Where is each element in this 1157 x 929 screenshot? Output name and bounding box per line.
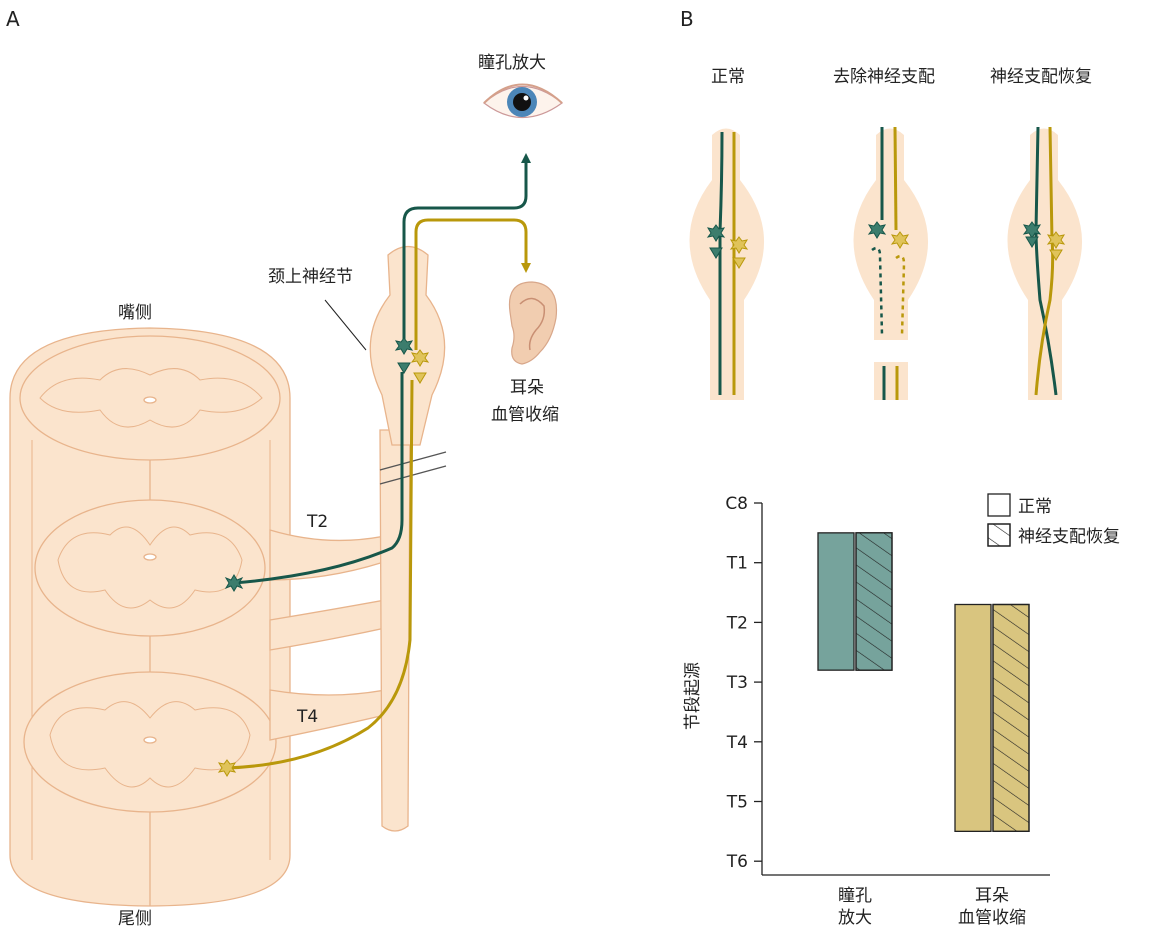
ganglion-label: 颈上神经节 bbox=[268, 267, 353, 287]
condition-denervated-label: 去除神经支配 bbox=[833, 67, 935, 87]
y-tick-label: T1 bbox=[726, 554, 748, 574]
eye-target-label: 瞳孔放大 bbox=[478, 53, 546, 73]
x-category-label-line1: 瞳孔 bbox=[838, 886, 872, 906]
caudal-label: 尾侧 bbox=[118, 909, 152, 929]
bar-hatch-overlay-1 bbox=[993, 604, 1029, 831]
ear-icon bbox=[509, 282, 556, 364]
ganglion-pointer bbox=[325, 300, 366, 350]
legend-swatch-solid bbox=[988, 494, 1010, 516]
condition-normal-label: 正常 bbox=[711, 67, 745, 87]
bar-hatch-overlay-0 bbox=[856, 533, 892, 670]
panel-a-label: A bbox=[6, 7, 20, 31]
ganglion-reinnervated bbox=[1007, 127, 1082, 400]
y-tick-label: T2 bbox=[726, 613, 748, 633]
x-category-label-line2: 放大 bbox=[838, 908, 872, 928]
panel-a: A bbox=[6, 7, 562, 929]
y-tick-label: T5 bbox=[726, 793, 748, 813]
ear-target-label-line1: 耳朵 bbox=[510, 378, 544, 398]
bar-solid-0 bbox=[818, 533, 854, 670]
legend-swatch-hatch bbox=[988, 524, 1010, 546]
ear-target-label-line2: 血管收缩 bbox=[491, 405, 559, 425]
x-category-label-line1: 耳朵 bbox=[975, 886, 1009, 906]
bar-solid-1 bbox=[955, 604, 991, 831]
cord-cross-section-t2 bbox=[35, 500, 265, 636]
segment-t4-label: T4 bbox=[296, 707, 318, 727]
legend-label: 正常 bbox=[1018, 497, 1052, 517]
panel-b: B 正常 去除神经支配 神经支配恢复 bbox=[680, 7, 1092, 400]
y-axis-label: 节段起源 bbox=[683, 662, 703, 730]
rostral-label: 嘴侧 bbox=[118, 303, 152, 323]
panel-b-label: B bbox=[680, 7, 694, 31]
y-tick-label: T4 bbox=[726, 733, 748, 753]
y-tick-label: T3 bbox=[726, 673, 748, 693]
segment-t2-label: T2 bbox=[306, 512, 328, 532]
ganglion-normal bbox=[689, 129, 764, 401]
ganglion-denervated bbox=[853, 127, 928, 400]
legend-label: 神经支配恢复 bbox=[1018, 527, 1120, 547]
eye-icon bbox=[484, 85, 562, 118]
y-tick-label: T6 bbox=[726, 852, 748, 872]
y-tick-label: C8 bbox=[725, 494, 748, 514]
spinal-cord bbox=[10, 328, 290, 906]
x-category-label-line2: 血管收缩 bbox=[958, 908, 1026, 928]
condition-reinnervated-label: 神经支配恢复 bbox=[990, 67, 1092, 87]
sympathetic-chain bbox=[270, 247, 445, 832]
